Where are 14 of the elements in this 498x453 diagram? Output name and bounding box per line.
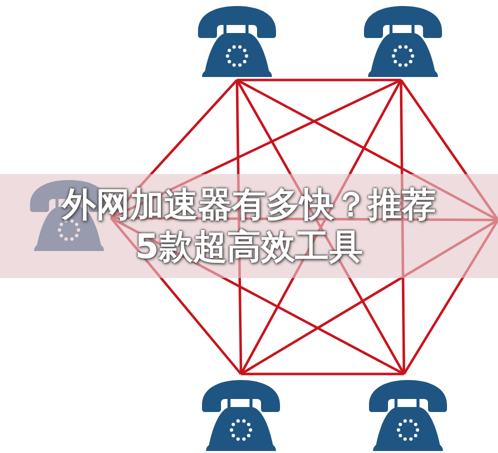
connection-line xyxy=(241,372,404,376)
telephone-icon xyxy=(368,377,448,451)
connection-line xyxy=(236,80,242,374)
connection-line xyxy=(400,79,498,221)
connection-line xyxy=(110,217,242,375)
connection-line xyxy=(236,78,498,222)
connection-line xyxy=(240,218,498,376)
telephone-icon xyxy=(363,3,443,77)
connection-line xyxy=(400,80,406,374)
connection-line xyxy=(110,216,405,376)
connection-line xyxy=(402,219,498,375)
telephone-icon xyxy=(201,377,281,451)
telephone-icon xyxy=(197,3,277,77)
connection-line xyxy=(237,78,401,82)
